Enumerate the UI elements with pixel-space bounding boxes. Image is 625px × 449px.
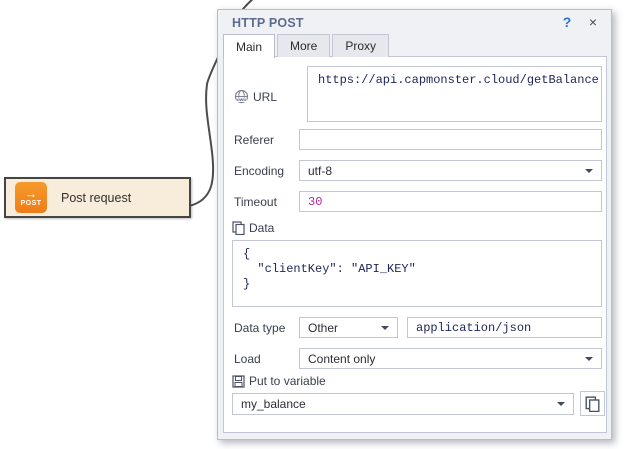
node-label: Post request bbox=[61, 190, 132, 205]
url-label-group: www URL bbox=[234, 89, 277, 104]
data-type-select[interactable]: Other bbox=[299, 317, 398, 338]
data-textarea[interactable]: { "clientKey": "API_KEY" } bbox=[232, 240, 602, 307]
data-label-group: Data bbox=[232, 221, 274, 235]
variable-combobox[interactable]: my_balance bbox=[232, 393, 574, 415]
dialog-header: HTTP POST ? × bbox=[218, 10, 611, 36]
data-label: Data bbox=[249, 221, 275, 235]
content-type-input[interactable] bbox=[407, 317, 602, 338]
url-label: URL bbox=[253, 89, 278, 104]
copy-pages-icon bbox=[585, 395, 600, 412]
tab-main[interactable]: Main bbox=[223, 34, 276, 58]
load-select[interactable]: Content only bbox=[299, 348, 602, 369]
encoding-label: Encoding bbox=[234, 164, 285, 178]
referer-input[interactable] bbox=[299, 129, 602, 150]
globe-www-icon: www bbox=[234, 89, 249, 104]
save-floppy-icon bbox=[232, 374, 245, 388]
tab-proxy[interactable]: Proxy bbox=[332, 34, 390, 57]
data-type-value: Other bbox=[308, 320, 339, 335]
referer-label: Referer bbox=[234, 133, 275, 147]
dialog-title: HTTP POST bbox=[232, 16, 304, 30]
tab-bar: Main More Proxy bbox=[223, 34, 391, 58]
main-tab-panel: www URL https://api.capmonster.cloud/get… bbox=[223, 56, 607, 433]
post-icon-arrow: → bbox=[24, 186, 38, 201]
put-to-variable-label: Put to variable bbox=[249, 374, 326, 388]
close-button[interactable]: × bbox=[588, 14, 598, 30]
copy-pages-icon bbox=[232, 221, 245, 235]
put-to-variable-label-group: Put to variable bbox=[232, 374, 326, 388]
chevron-down-icon bbox=[585, 356, 593, 361]
post-icon: → POST bbox=[15, 182, 47, 213]
chevron-down-icon bbox=[557, 402, 565, 406]
load-value: Content only bbox=[308, 351, 376, 366]
chevron-down-icon bbox=[381, 325, 389, 330]
post-icon-word: POST bbox=[20, 200, 42, 207]
data-type-label: Data type bbox=[234, 321, 286, 335]
variable-value: my_balance bbox=[241, 397, 306, 411]
post-request-node[interactable]: → POST Post request bbox=[4, 177, 191, 218]
chevron-down-icon bbox=[585, 168, 593, 173]
url-input[interactable]: https://api.capmonster.cloud/getBalance bbox=[307, 66, 602, 122]
encoding-value: utf-8 bbox=[308, 163, 333, 178]
timeout-label: Timeout bbox=[234, 195, 277, 209]
tab-more[interactable]: More bbox=[277, 34, 331, 57]
copy-variable-button[interactable] bbox=[580, 391, 605, 416]
help-button[interactable]: ? bbox=[562, 14, 572, 30]
svg-text:www: www bbox=[235, 97, 247, 102]
http-post-dialog: HTTP POST ? × Main More Proxy www bbox=[217, 9, 612, 440]
timeout-input[interactable] bbox=[299, 191, 602, 212]
encoding-select[interactable]: utf-8 bbox=[299, 160, 602, 181]
load-label: Load bbox=[234, 352, 261, 366]
